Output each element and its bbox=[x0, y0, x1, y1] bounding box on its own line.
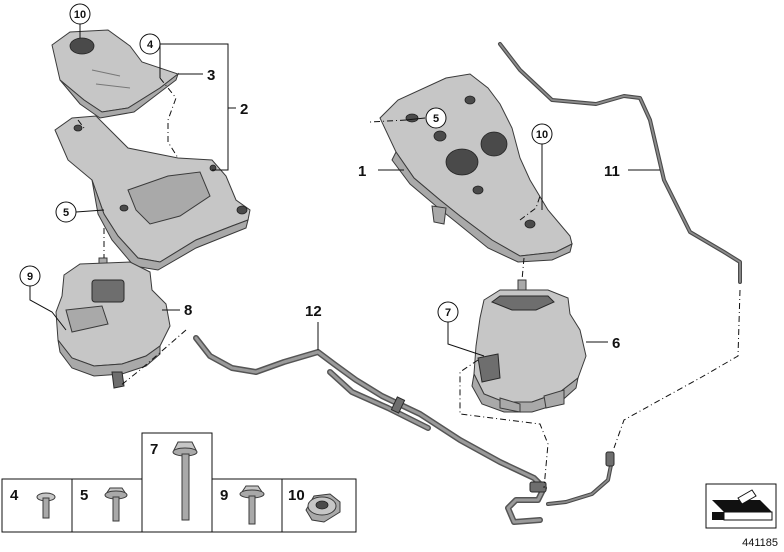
bolt-7-part[interactable] bbox=[172, 441, 198, 521]
callout-5-left: 5 bbox=[55, 201, 77, 223]
callout-3: 3 bbox=[207, 67, 215, 84]
engine-bracket-left-part[interactable] bbox=[54, 115, 251, 271]
callout-text: 9 bbox=[27, 271, 33, 283]
callout-text: 10 bbox=[536, 129, 548, 141]
vacuum-line-part[interactable] bbox=[498, 42, 742, 506]
parts-row-label-7: 7 bbox=[150, 441, 158, 458]
nut-10-part[interactable] bbox=[305, 493, 341, 523]
parts-row: 4 5 7 9 10 bbox=[1, 432, 357, 533]
callout-2: 2 bbox=[240, 101, 248, 118]
callout-5-right: 5 bbox=[425, 107, 447, 129]
parts-row-label-5: 5 bbox=[80, 487, 88, 504]
callout-10-right: 10 bbox=[531, 123, 553, 145]
parts-row-label-10: 10 bbox=[288, 487, 305, 504]
engine-mount-left-part[interactable] bbox=[55, 257, 171, 389]
screw-4-part[interactable] bbox=[36, 492, 56, 519]
reference-number: 441185 bbox=[742, 537, 778, 549]
callout-7: 7 bbox=[437, 301, 459, 323]
callout-text: 5 bbox=[433, 113, 439, 125]
callout-text: 4 bbox=[147, 39, 154, 51]
callout-4: 4 bbox=[139, 33, 161, 55]
heat-shield-part[interactable] bbox=[51, 29, 180, 119]
callout-11: 11 bbox=[604, 163, 620, 180]
callout-text: 5 bbox=[63, 207, 69, 219]
callout-8: 8 bbox=[184, 302, 192, 319]
callout-10-top-left: 10 bbox=[69, 3, 91, 25]
leader-lines bbox=[29, 24, 660, 357]
bolt-9-part[interactable] bbox=[239, 485, 265, 525]
callout-12: 12 bbox=[305, 303, 322, 320]
orientation-icon bbox=[705, 483, 777, 529]
vacuum-pipe-part[interactable] bbox=[193, 335, 547, 525]
engine-mount-right-part[interactable] bbox=[471, 279, 587, 413]
bolt-5-part[interactable] bbox=[104, 487, 128, 522]
callout-6: 6 bbox=[612, 335, 620, 352]
engine-bracket-right-part[interactable] bbox=[379, 73, 573, 263]
parts-row-label-4: 4 bbox=[10, 487, 19, 504]
parts-row-label-9: 9 bbox=[220, 487, 228, 504]
callout-1: 1 bbox=[358, 163, 366, 180]
assembly-lines bbox=[77, 77, 741, 489]
callout-text: 7 bbox=[445, 307, 451, 319]
callout-9: 9 bbox=[19, 265, 41, 287]
callout-text: 10 bbox=[74, 9, 86, 21]
